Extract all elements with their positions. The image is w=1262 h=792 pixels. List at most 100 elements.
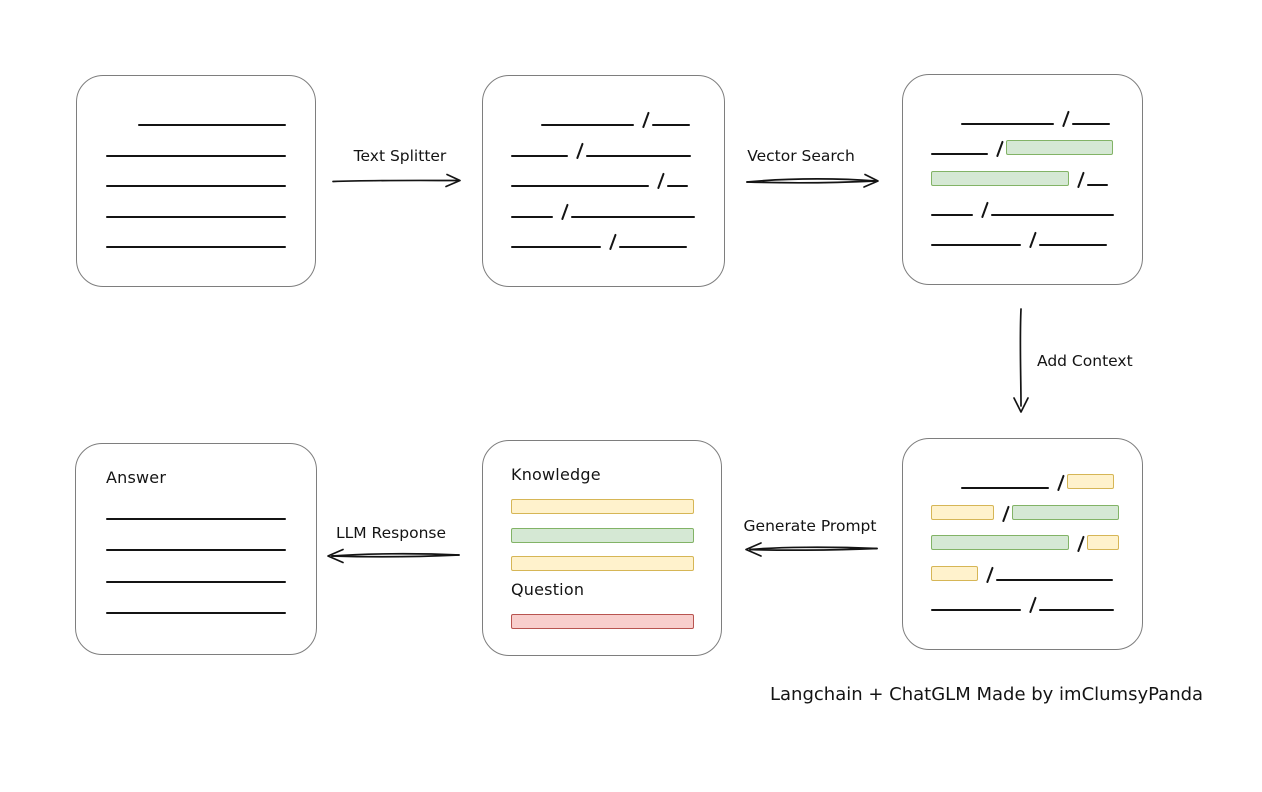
- slash-separator: [1077, 535, 1085, 553]
- highlight-chip-green: [1006, 140, 1114, 156]
- text-row: [931, 561, 1114, 583]
- text-line: [106, 580, 286, 583]
- text-row: [931, 591, 1114, 614]
- retrieved-chunks-box: [902, 74, 1143, 285]
- answer-label: Answer: [106, 468, 167, 487]
- text-line: [931, 244, 1021, 246]
- text-row: [961, 105, 1114, 128]
- knowledge-label: Knowledge: [511, 465, 601, 484]
- text-line: [138, 124, 286, 126]
- text-line: [961, 123, 1054, 125]
- text-line: [106, 612, 286, 614]
- text-row: [961, 469, 1114, 492]
- text-line: [511, 215, 553, 218]
- vector-search-arrow-icon: [746, 173, 879, 188]
- text-row: Question: [511, 580, 693, 600]
- text-line: [619, 246, 688, 248]
- text-line: [667, 185, 689, 187]
- text-row: [106, 137, 286, 157]
- text-row: [511, 494, 694, 514]
- text-line: [106, 185, 286, 187]
- text-row: [106, 594, 286, 614]
- text-row: [106, 198, 286, 218]
- text-row: Knowledge: [511, 465, 693, 485]
- text-line: [1072, 123, 1111, 125]
- text-splitter-label: Text Splitter: [353, 147, 447, 165]
- text-line: [586, 154, 692, 157]
- text-row: [511, 167, 696, 190]
- text-line: [931, 609, 1021, 611]
- text-line: [511, 154, 568, 157]
- text-line: [961, 487, 1049, 489]
- slash-separator: [986, 566, 994, 583]
- text-row: [511, 137, 696, 159]
- highlight-chip-yellow: [931, 565, 978, 581]
- slash-separator: [642, 111, 650, 129]
- text-line: [1039, 244, 1108, 246]
- answer-box: Answer: [75, 443, 317, 655]
- text-line: [106, 517, 286, 520]
- text-row: [511, 198, 696, 220]
- text-row: [106, 167, 286, 187]
- text-line: [990, 213, 1114, 216]
- highlight-chip-red: [511, 613, 694, 629]
- context-chunks-box: [902, 438, 1143, 650]
- source-document-box: [76, 75, 316, 287]
- slash-separator: [980, 201, 989, 219]
- highlight-chip-yellow: [931, 504, 994, 520]
- question-label: Question: [511, 580, 585, 600]
- highlight-chip-green: [931, 170, 1069, 186]
- text-line: [931, 153, 988, 156]
- text-row: [931, 530, 1120, 553]
- highlight-chip-yellow: [511, 556, 694, 572]
- slash-separator: [1029, 231, 1037, 249]
- slash-separator: [609, 233, 617, 251]
- highlight-chip-yellow: [1087, 535, 1120, 550]
- text-line: [106, 246, 286, 248]
- text-line: [511, 185, 649, 187]
- generate-prompt-label: Generate Prompt: [743, 517, 877, 535]
- text-line: [106, 154, 286, 157]
- text-row: [511, 523, 694, 543]
- split-text-box: [482, 75, 725, 287]
- text-row: [106, 531, 286, 551]
- text-row: [106, 228, 286, 248]
- slash-separator: [1056, 474, 1065, 492]
- text-row: [106, 563, 286, 583]
- slash-separator: [1062, 110, 1070, 128]
- text-line: [571, 215, 696, 218]
- text-row: Answer: [106, 468, 286, 488]
- text-row: [931, 500, 1120, 522]
- text-row: [138, 106, 286, 126]
- highlight-chip-yellow: [511, 498, 694, 514]
- slash-separator: [1077, 171, 1085, 188]
- slash-separator: [657, 172, 665, 190]
- text-line: [106, 549, 286, 551]
- vector-search-label: Vector Search: [747, 147, 855, 165]
- slash-separator: [1002, 505, 1010, 522]
- highlight-chip-green: [1012, 504, 1120, 520]
- diagram-caption: Langchain + ChatGLM Made by imClumsyPand…: [770, 684, 1204, 705]
- text-line: [1039, 609, 1114, 611]
- text-row: [106, 500, 286, 520]
- text-row: [511, 609, 694, 629]
- generate-prompt-arrow-icon: [745, 542, 878, 557]
- slash-separator: [996, 140, 1004, 158]
- add-context-label: Add Context: [1037, 352, 1133, 370]
- highlight-chip-green: [931, 535, 1069, 550]
- text-row: [931, 196, 1114, 219]
- llm-response-arrow-icon: [327, 548, 460, 564]
- text-row: [931, 226, 1114, 249]
- text-row: [541, 106, 696, 129]
- highlight-chip-green: [511, 527, 694, 543]
- text-line: [996, 578, 1114, 581]
- text-row: [931, 166, 1114, 188]
- text-line: [652, 124, 691, 126]
- text-row: [931, 135, 1114, 158]
- text-line: [106, 215, 286, 218]
- slash-separator: [576, 142, 584, 159]
- text-line: [541, 124, 634, 126]
- slash-separator: [561, 203, 569, 220]
